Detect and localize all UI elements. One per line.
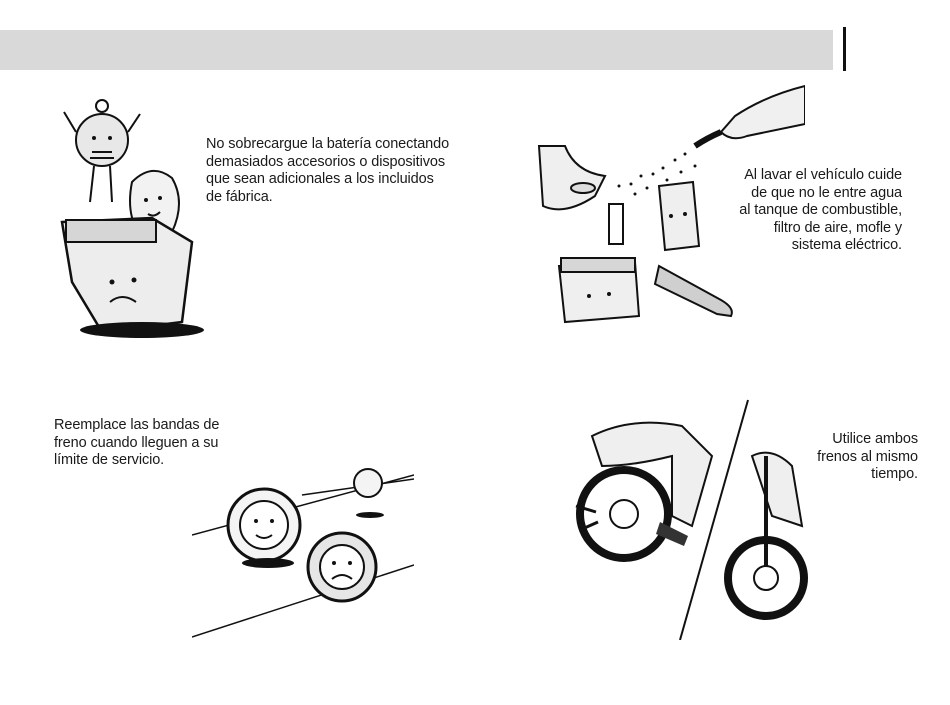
hose-washing-illustration (535, 76, 805, 338)
both-brakes-caption: Utilice ambos frenos al mismo tiempo. (817, 431, 918, 482)
sad-battery-illustration (52, 92, 212, 342)
brake-drums-illustration (192, 455, 414, 639)
battery-caption: No sobrecargue la batería conectando dem… (206, 136, 450, 205)
brake-caption: Reemplace las bandas de freno cuando lle… (54, 417, 220, 468)
motorcycle-braking-illustration (572, 396, 812, 640)
washing-caption: Al lavar el vehículo cuide de que no le … (739, 167, 902, 253)
header-divider (843, 27, 846, 71)
header-bar (0, 30, 833, 70)
